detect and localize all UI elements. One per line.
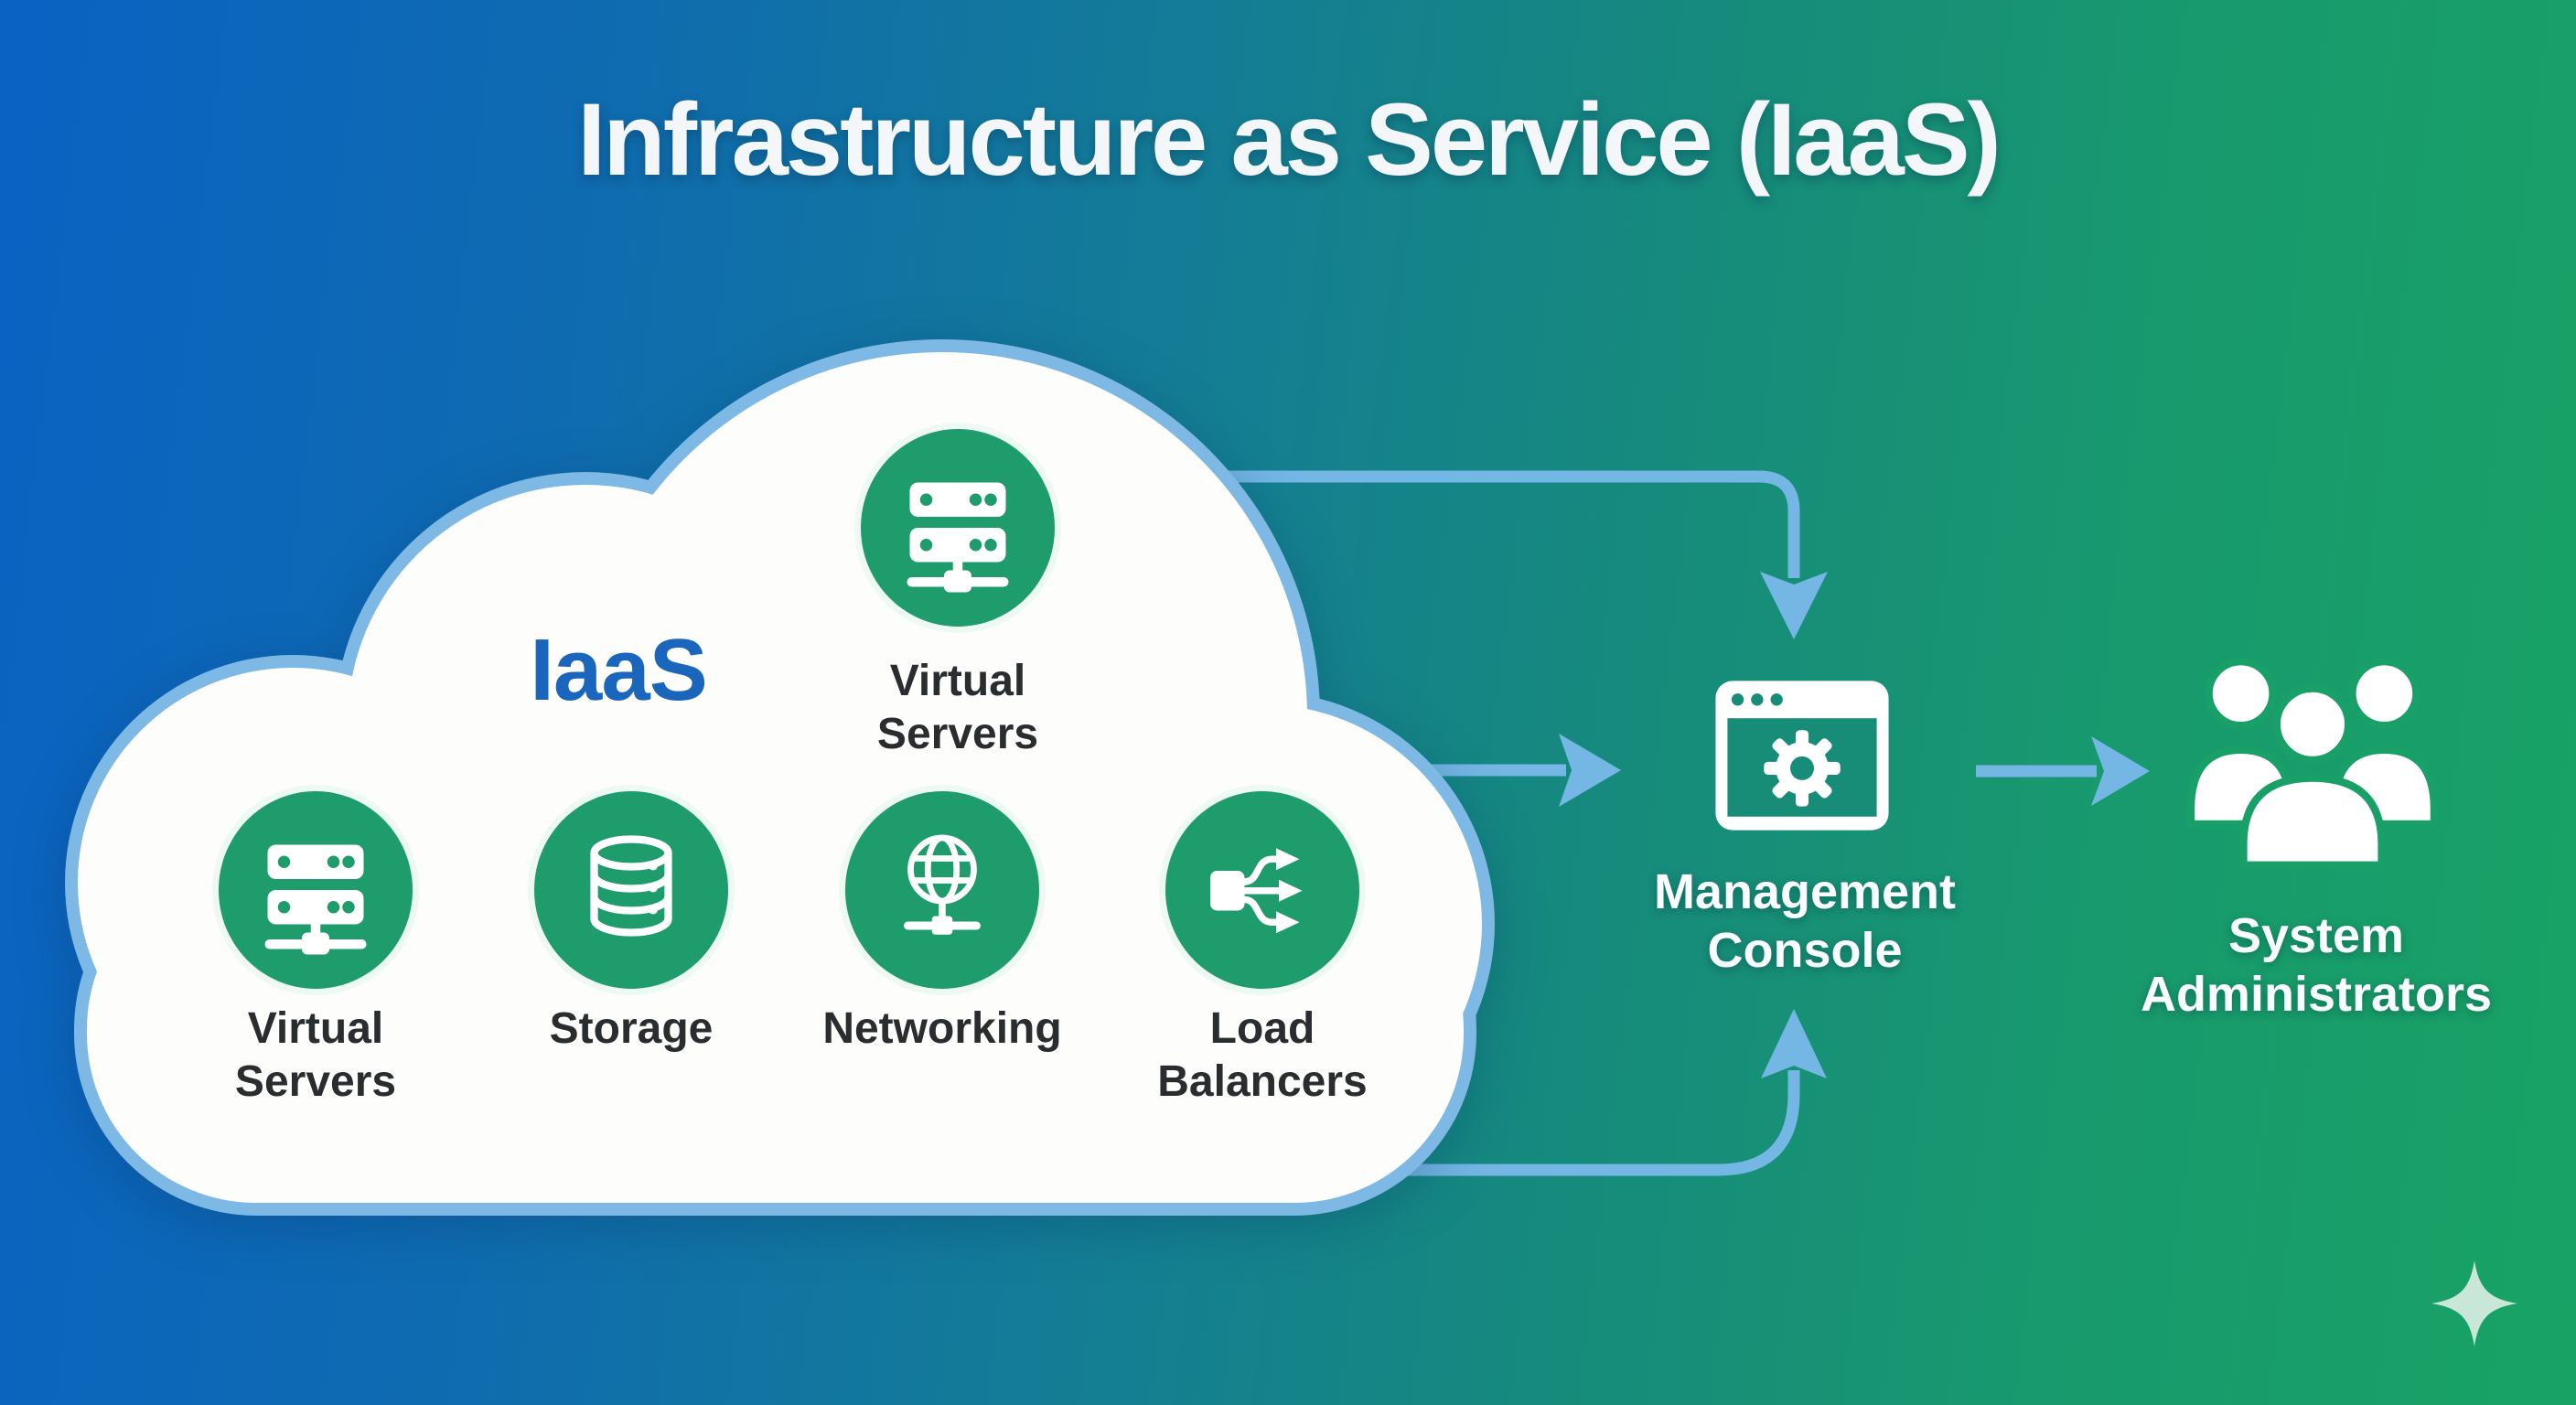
management-console [1709, 674, 1895, 842]
service-label: Load Balancers [1157, 1004, 1368, 1106]
service-virtual-servers-top [861, 429, 1055, 627]
arrowhead-up-icon [1761, 1009, 1827, 1078]
management-console-label: Management Console [1653, 864, 1957, 978]
arrowhead-right-icon [2091, 736, 2150, 806]
service-load-balancers [1165, 791, 1359, 989]
service-networking [845, 791, 1039, 989]
service-label: Virtual Servers [234, 1004, 397, 1106]
iaas-cloud-label: IaaS [530, 621, 707, 719]
arrow-cloud-top-to-console [1208, 470, 1800, 578]
page-title: Infrastructure as Service (IaaS) [577, 82, 2002, 197]
database-icon [534, 791, 728, 989]
system-administrators [2159, 645, 2466, 880]
console-window-gear-icon [1715, 681, 1889, 831]
service-virtual-servers [219, 791, 413, 989]
server-icon [861, 429, 1055, 627]
service-label: Networking [822, 1004, 1062, 1053]
service-label: Storage [549, 1004, 714, 1053]
arrow-cloud-bottom-to-console [1372, 1070, 1800, 1176]
users-group-icon [2186, 658, 2439, 869]
arrowhead-right-icon [1559, 734, 1621, 807]
service-label: Virtual Servers [876, 657, 1039, 758]
arrowhead-down-icon [1760, 572, 1828, 639]
globe-network-icon [845, 791, 1039, 989]
service-storage [534, 791, 728, 989]
server-icon [219, 791, 413, 989]
sparkle-icon [2429, 1258, 2520, 1354]
load-balancer-icon [1165, 791, 1359, 989]
system-administrators-label: System Administrators [2140, 908, 2493, 1022]
